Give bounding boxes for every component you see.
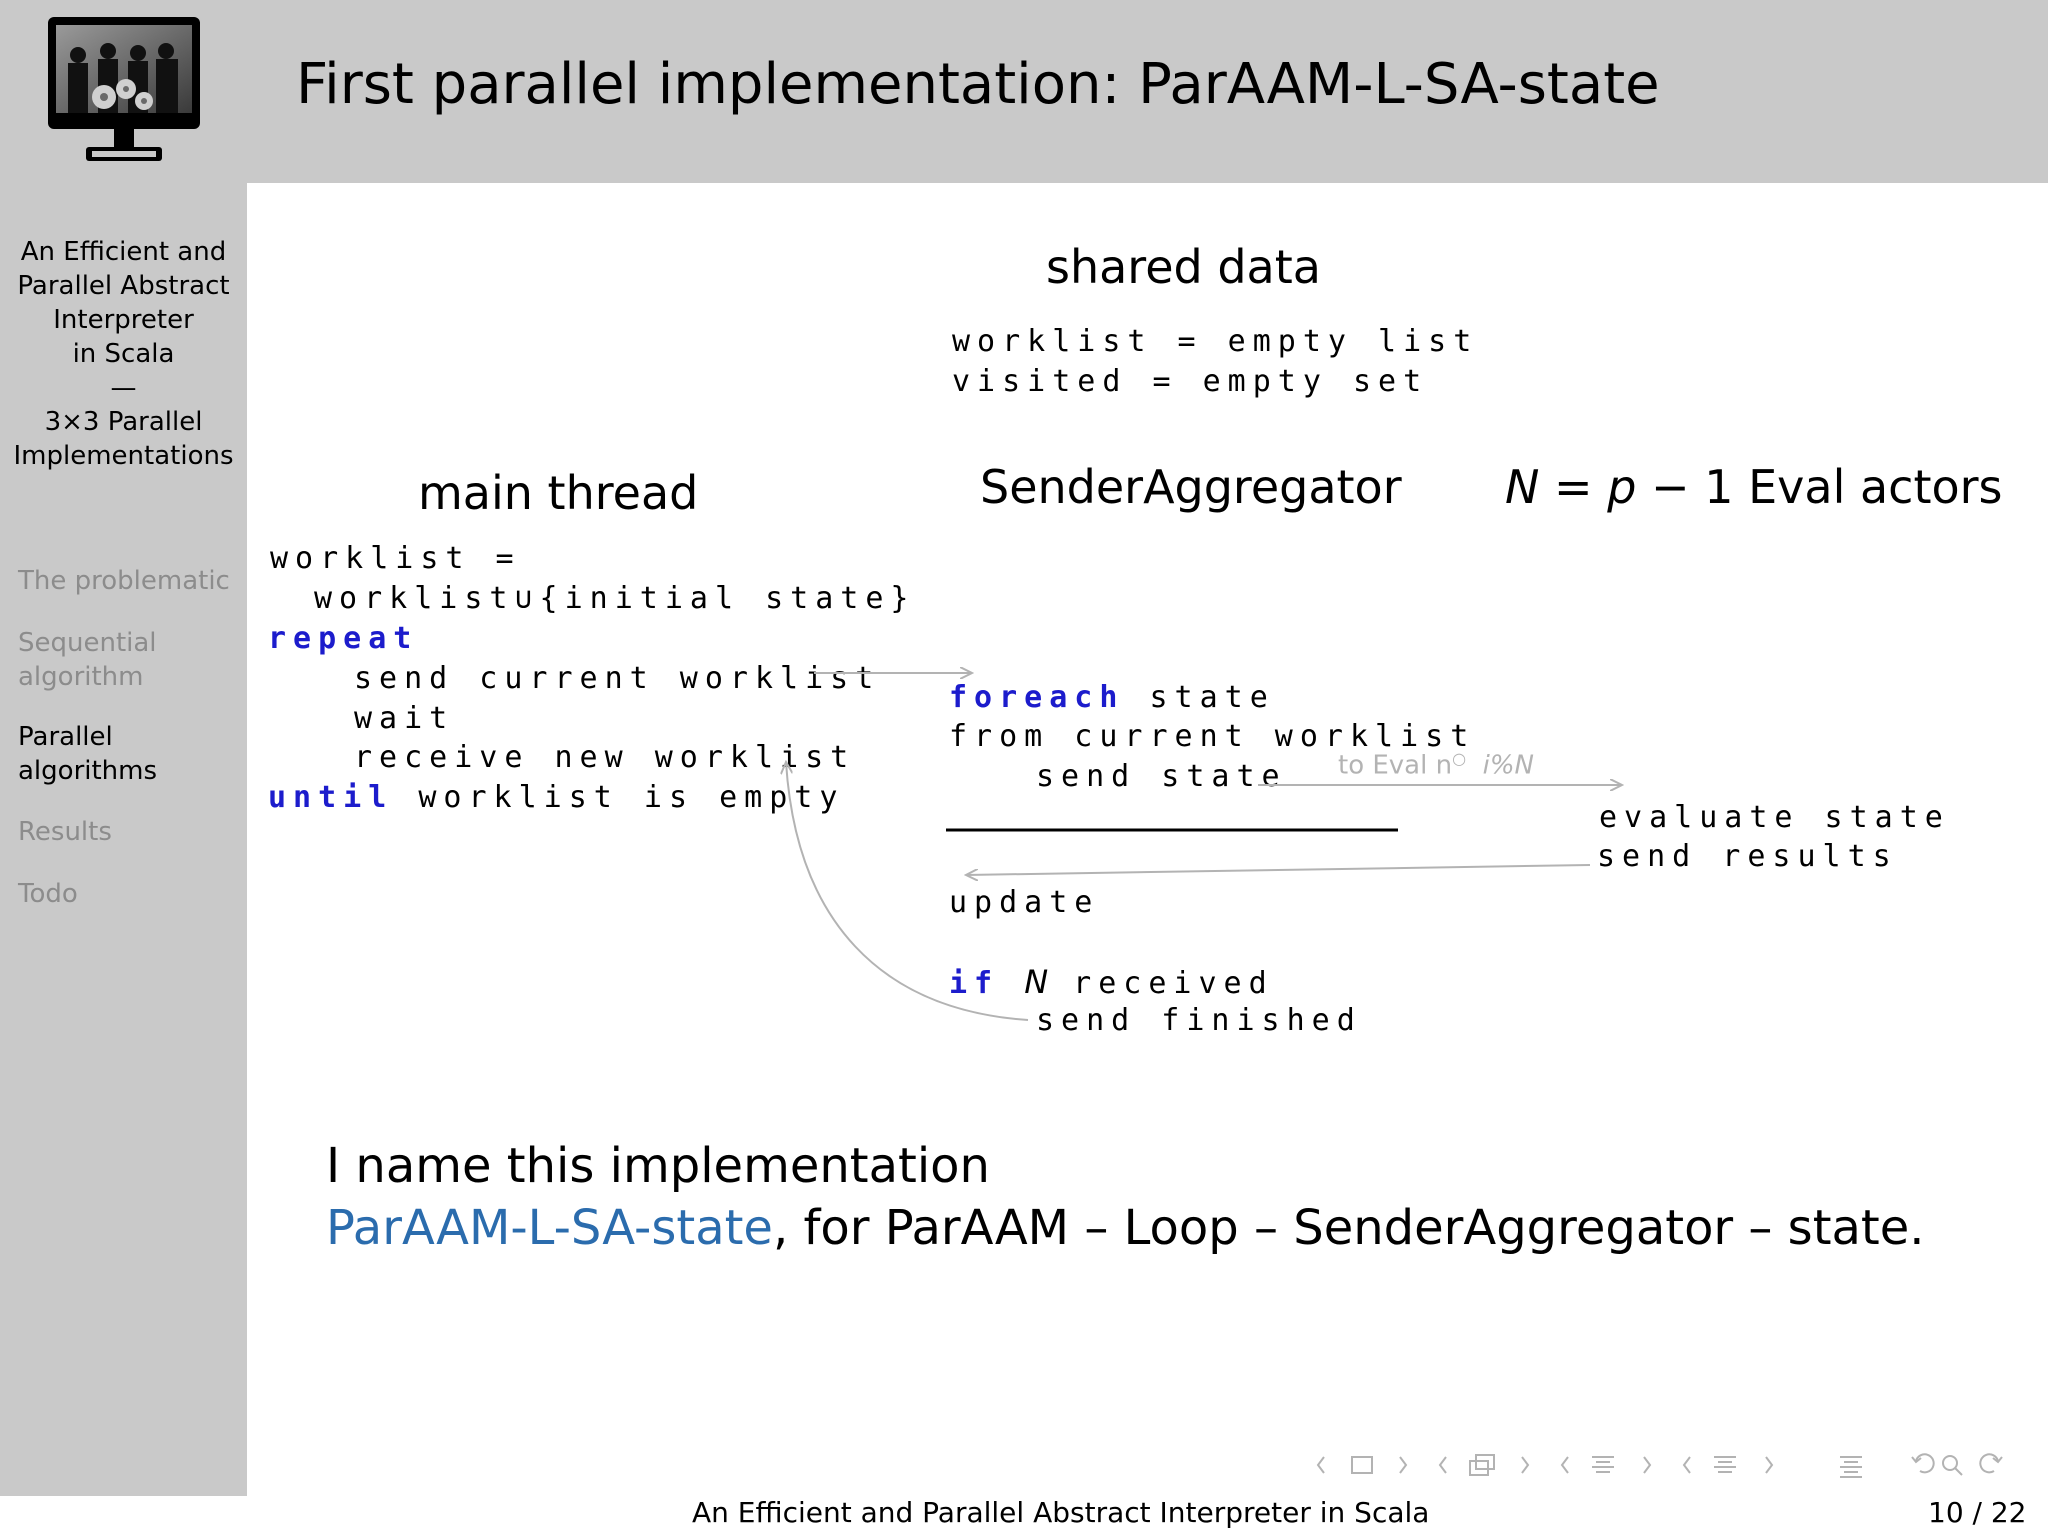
sidebar-section-line: Parallel: [18, 722, 113, 752]
nav-search-icon[interactable]: [1942, 1455, 1963, 1476]
if-rest: received: [1048, 966, 1274, 1001]
main-thread-heading: main thread: [418, 466, 699, 520]
main-line-until: until worklist is empty: [268, 778, 844, 818]
shared-data-worklist: worklist = empty list: [952, 324, 1479, 359]
conclusion-rest: , for ParAAM – Loop – SenderAggregator –…: [772, 1200, 1925, 1256]
nav-frame-icon[interactable]: [1316, 1456, 1408, 1474]
shared-data-heading: shared data: [1046, 240, 1321, 294]
main-line-2-pre: worklist: [314, 581, 515, 616]
if-keyword: if: [949, 966, 1000, 1001]
sidebar-talk-title-line: Implementations: [13, 441, 234, 471]
main-line-1: worklist =: [270, 541, 521, 576]
nav-back-icon[interactable]: [1911, 1453, 1935, 1474]
sa-line-if: if N received: [949, 962, 1274, 1004]
sidebar-talk-title-line: An Efficient and: [20, 237, 227, 267]
implementation-name-link[interactable]: ParAAM-L-SA-state: [326, 1200, 773, 1256]
main-line-receive: receive new worklist: [354, 740, 856, 775]
sidebar-section-todo[interactable]: Todo: [18, 879, 78, 909]
sa-line-send-state: send state: [1036, 759, 1287, 794]
until-rest: worklist is empty: [393, 780, 845, 815]
sa-line-update: update: [949, 885, 1100, 920]
arrow-label: to Eval n○ i%N: [1338, 749, 1534, 781]
arrow-label-text: to Eval n: [1338, 750, 1453, 781]
sidebar-section-parallel[interactable]: Parallel algorithms: [18, 720, 157, 788]
eval-actors-heading: N = p − 1 Eval actors: [1505, 460, 2003, 514]
eval-p-var: p: [1607, 460, 1637, 514]
eval-line-evaluate: evaluate state: [1599, 800, 1950, 835]
nav-section-icon[interactable]: [1560, 1456, 1652, 1474]
nav-subsection-icon[interactable]: [1438, 1454, 1530, 1476]
until-keyword: until: [268, 780, 394, 815]
repeat-keyword: repeat: [268, 621, 419, 656]
sa-line-finished: send finished: [1036, 1003, 1362, 1038]
arrow-label-degree: ○: [1452, 749, 1467, 768]
foreach-rest: state: [1124, 680, 1275, 715]
sidebar: [0, 0, 247, 1496]
conclusion-line-2: ParAAM-L-SA-state, for ParAAM – Loop – S…: [326, 1197, 1925, 1259]
sidebar-section-sequential[interactable]: Sequential algorithm: [18, 626, 157, 694]
eval-n-var: N: [1505, 460, 1540, 514]
sidebar-section-line: algorithms: [18, 756, 158, 786]
main-line-2: worklist∪{initial state}: [314, 579, 916, 619]
shared-data-visited: visited = empty set: [952, 364, 1429, 399]
nav-toc-icon[interactable]: [1840, 1456, 1862, 1478]
sidebar-section-results[interactable]: Results: [18, 817, 112, 847]
sidebar-talk-title-line: Parallel Abstract: [17, 271, 230, 301]
sidebar-section-problematic[interactable]: The problematic: [18, 566, 230, 596]
arrow-label-math: i%N: [1482, 750, 1534, 781]
arrow-finished: [786, 762, 1029, 1021]
arrow-results: [966, 864, 1591, 875]
sa-line-foreach: foreach state: [949, 678, 1275, 718]
eval-eq: =: [1539, 460, 1608, 514]
main-line-2-post: initial state}: [564, 581, 916, 616]
nav-document-icon[interactable]: [1682, 1456, 1774, 1474]
sidebar-section-line: Sequential: [18, 628, 157, 658]
sa-line-from: from current worklist: [949, 719, 1476, 754]
foreach-keyword: foreach: [949, 680, 1125, 715]
page-number: 10 / 22: [1928, 1496, 2027, 1529]
conclusion-text: I name this implementation ParAAM-L-SA-s…: [326, 1135, 1925, 1259]
frame-title: First parallel implementation: ParAAM-L-…: [296, 52, 1660, 117]
main-line-wait: wait: [354, 701, 455, 736]
nav-forward-icon[interactable]: [1979, 1453, 2003, 1474]
conclusion-line-1: I name this implementation: [326, 1138, 990, 1194]
if-n-var: N: [1024, 963, 1049, 1001]
navigation-bar[interactable]: [1310, 1445, 2030, 1485]
sidebar-section-line: algorithm: [18, 662, 144, 692]
sidebar-talk-title-line: Interpreter: [53, 305, 194, 335]
sidebar-talk-title-line: —: [110, 373, 137, 403]
frame-header: [247, 0, 2048, 183]
eval-heading-rest: − 1 Eval actors: [1636, 460, 2003, 514]
main-line-2-sym: ∪{: [514, 581, 565, 616]
sidebar-talk-title-line: 3×3 Parallel: [44, 407, 203, 437]
main-line-send: send current worklist: [354, 661, 881, 696]
eval-line-send-results: send results: [1597, 839, 1898, 874]
sidebar-talk-title-line: in Scala: [72, 339, 175, 369]
sender-aggregator-heading: SenderAggregator: [980, 460, 1402, 514]
monitor-logo-icon: [48, 17, 200, 161]
footer-title: An Efficient and Parallel Abstract Inter…: [692, 1496, 1430, 1529]
